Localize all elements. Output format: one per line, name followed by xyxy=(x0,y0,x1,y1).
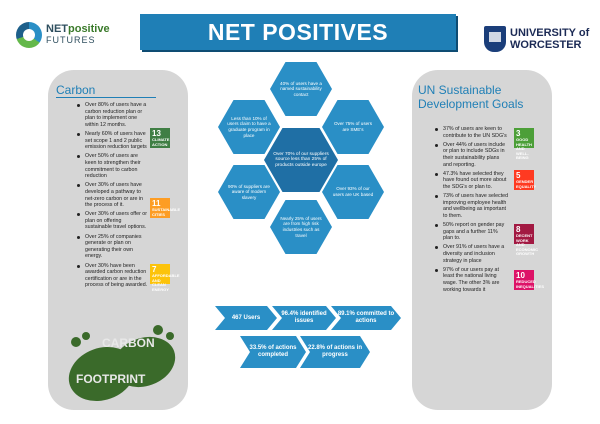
logo-circle-icon xyxy=(16,22,42,48)
carbon-bullet-list: Over 80% of users have a carbon reductio… xyxy=(77,102,149,292)
footprint-icon xyxy=(68,325,176,402)
page-title: NET POSITIVES ENGAGEMENT xyxy=(140,14,456,81)
footprint-label-carbon: CARBON xyxy=(102,336,155,350)
stat-arrow-committed: 89.1% committed to actions xyxy=(331,306,401,330)
hexagon-stat: Over 93% of our users are UK based xyxy=(322,165,384,219)
hexagon-stat: Less than 10% of users claim to have a g… xyxy=(218,100,280,154)
crest-icon xyxy=(484,26,506,52)
logo-text-futures: FUTURES xyxy=(46,35,96,45)
stat-arrow-completed: 33.5% of actions completed xyxy=(240,336,306,368)
carbon-footprint-graphic: CARBON FOOTPRINT xyxy=(62,322,182,406)
list-item: 50% report on gender pay gaps and a furt… xyxy=(435,222,509,242)
sdg-bullet-list: 37% of users are keen to contribute to t… xyxy=(435,126,509,296)
list-item: Over 50% of users are keen to strengthen… xyxy=(77,153,149,179)
list-item: Over 91% of users have a diversity and i… xyxy=(435,244,509,264)
net-positive-futures-logo: NETpositive FUTURES xyxy=(16,18,136,52)
logo-text-positive: positive xyxy=(68,23,110,35)
hexagon-stat: Nearly 25% of users are from high risk i… xyxy=(270,200,332,254)
list-item: Over 80% of users have a carbon reductio… xyxy=(77,102,149,128)
hexagon-stat: 90% of suppliers are aware of modern sla… xyxy=(218,165,280,219)
list-item: Over 30% of users offer or plan on offer… xyxy=(77,211,149,231)
list-item: 97% of our users pay at least the nation… xyxy=(435,267,509,293)
carbon-title: Carbon xyxy=(56,83,156,98)
list-item: Over 25% of companies generate or plan o… xyxy=(77,234,149,260)
logo-text-university: UNIVERSITY of xyxy=(510,27,590,39)
hexagon-center-stat: Over 70% of our suppliers source less th… xyxy=(264,128,338,192)
stat-arrow-identified: 96.4% identified issues xyxy=(272,306,336,330)
list-item: 37% of users are keen to contribute to t… xyxy=(435,126,509,139)
list-item: 47.3% have selected they have found out … xyxy=(435,171,509,191)
university-of-worcester-logo: UNIVERSITY of WORCESTER xyxy=(484,24,594,54)
hexagon-stat: Over 75% of users are SME's xyxy=(322,100,384,154)
list-item: 73% of users have selected improving emp… xyxy=(435,193,509,219)
list-item: Nearly 60% of users have set scope 1 and… xyxy=(77,131,149,151)
list-item: Over 44% of users include or plan to inc… xyxy=(435,142,509,168)
list-item: Over 30% of users have developed a pathw… xyxy=(77,182,149,208)
logo-text-worcester: WORCESTER xyxy=(510,39,582,51)
footprint-label-footprint: FOOTPRINT xyxy=(76,372,146,386)
logo-text-net: NET xyxy=(46,23,68,35)
list-item: Over 30% have been awarded carbon reduct… xyxy=(77,263,149,289)
stat-arrow-progress: 22.8% of actions in progress xyxy=(300,336,370,368)
hexagon-stat: 40% of users have a named sustainability… xyxy=(270,62,332,116)
sdg-title: UN Sustainable Development Goals xyxy=(418,83,524,111)
stat-arrow-users: 467 Users xyxy=(215,306,277,330)
